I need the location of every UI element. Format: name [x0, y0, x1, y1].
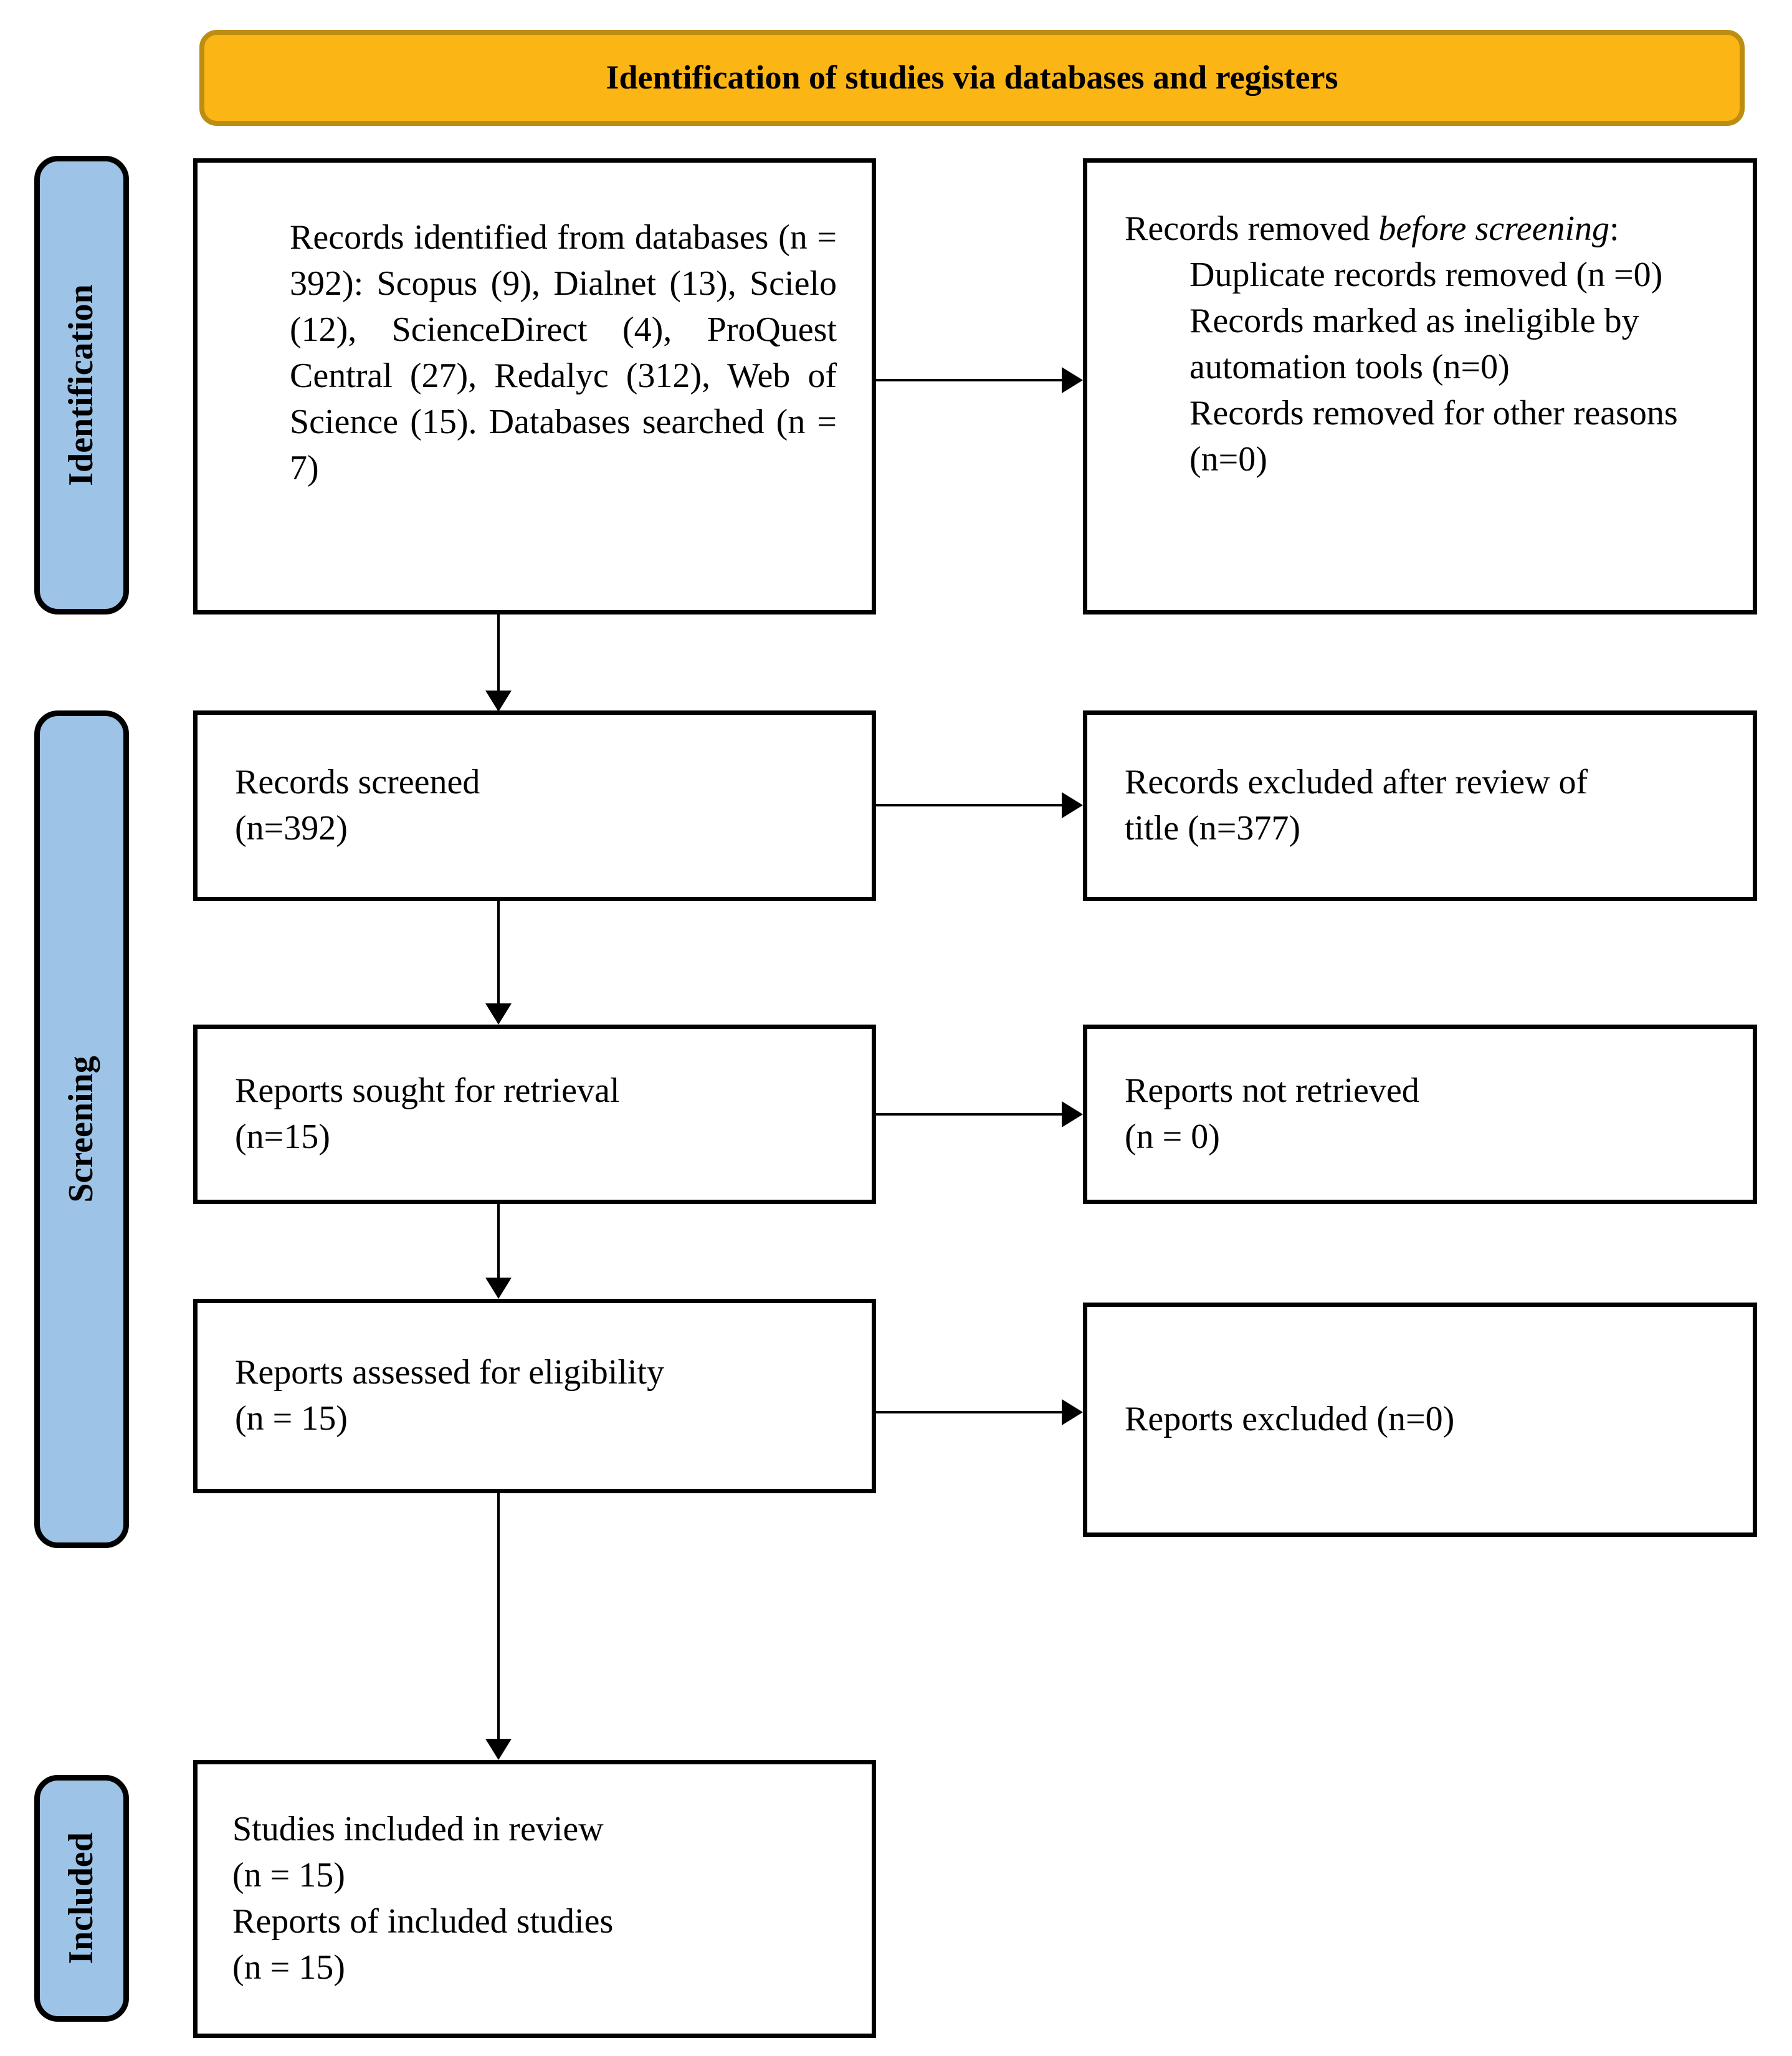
arrow-line — [876, 1113, 1062, 1116]
reports-excluded-line1: Reports excluded (n=0) — [1125, 1400, 1455, 1439]
box-records-removed: Records removed before screening: Duplic… — [1083, 158, 1757, 614]
box-records-excluded: Records excluded after review of title (… — [1083, 710, 1757, 901]
reports-sought-line1: Reports sought for retrieval — [235, 1071, 620, 1111]
arrow-line — [497, 1493, 500, 1739]
arrow-down-head — [485, 1739, 512, 1760]
box-reports-sought: Reports sought for retrieval (n=15) — [193, 1025, 876, 1204]
arrow-line — [497, 901, 500, 1003]
arrow-right-head — [1062, 1399, 1083, 1425]
studies-included-line3: Reports of included studies — [232, 1902, 614, 1941]
stage-label-identification-text: Identification — [62, 284, 101, 486]
records-removed-item-duplicates: Duplicate records removed (n =0) — [1189, 255, 1663, 294]
box-records-identified: Records identified from databases (n = 3… — [193, 158, 876, 614]
studies-included-line1: Studies included in review — [232, 1810, 604, 1849]
records-removed-item-automation: Records marked as ineligible by automati… — [1189, 301, 1639, 386]
records-removed-item-other: Records removed for other reasons (n=0) — [1189, 393, 1678, 479]
arrow-line — [497, 1204, 500, 1278]
reports-assessed-line1: Reports assessed for eligibility — [235, 1353, 665, 1392]
records-screened-line1: Records screened — [235, 763, 480, 802]
records-identified-text: Records identified from databases (n = 3… — [290, 218, 837, 487]
arrow-right-head — [1062, 367, 1083, 393]
reports-sought-line2: (n=15) — [235, 1117, 330, 1156]
stage-label-included: Included — [34, 1775, 129, 2022]
arrow-line — [497, 614, 500, 691]
reports-not-retrieved-line1: Reports not retrieved — [1125, 1071, 1419, 1111]
box-reports-assessed: Reports assessed for eligibility (n = 15… — [193, 1299, 876, 1493]
arrow-down-head — [485, 691, 512, 712]
arrow-line — [876, 804, 1062, 806]
arrow-down-head — [485, 1278, 512, 1299]
stage-label-identification: Identification — [34, 156, 129, 614]
studies-included-line4: (n = 15) — [232, 1948, 345, 1987]
records-excluded-line1: Records excluded after review of — [1125, 763, 1588, 802]
box-studies-included: Studies included in review (n = 15) Repo… — [193, 1760, 876, 2038]
box-reports-excluded: Reports excluded (n=0) — [1083, 1303, 1757, 1537]
records-removed-intro: Records removed before screening: — [1125, 209, 1619, 248]
arrow-line — [876, 1411, 1062, 1413]
records-excluded-line2: title (n=377) — [1125, 809, 1300, 848]
stage-label-screening-text: Screening — [62, 1056, 101, 1203]
arrow-line — [876, 379, 1062, 381]
arrow-right-head — [1062, 792, 1083, 818]
box-records-screened: Records screened (n=392) — [193, 710, 876, 901]
stage-label-included-text: Included — [62, 1832, 101, 1964]
reports-assessed-line2: (n = 15) — [235, 1399, 348, 1438]
records-screened-line2: (n=392) — [235, 809, 348, 848]
reports-not-retrieved-line2: (n = 0) — [1125, 1117, 1220, 1156]
arrow-right-head — [1062, 1101, 1083, 1127]
box-reports-not-retrieved: Reports not retrieved (n = 0) — [1083, 1025, 1757, 1204]
studies-included-line2: (n = 15) — [232, 1856, 345, 1895]
banner-title: Identification of studies via databases … — [606, 59, 1338, 97]
arrow-down-head — [485, 1003, 512, 1025]
stage-label-screening: Screening — [34, 710, 129, 1548]
banner: Identification of studies via databases … — [199, 30, 1745, 126]
